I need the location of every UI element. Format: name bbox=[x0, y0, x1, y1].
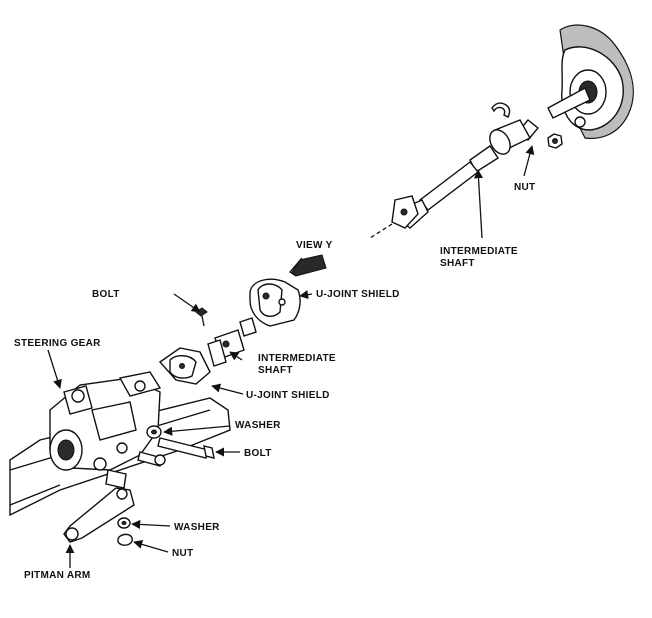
label-nut-top: NUT bbox=[514, 182, 535, 193]
label-bolt-top: BOLT bbox=[92, 289, 120, 300]
pitman-arm bbox=[63, 469, 135, 543]
label-washer-top: WASHER bbox=[235, 420, 281, 431]
upper-intermediate-shaft bbox=[369, 119, 539, 239]
label-view-y: VIEW Y bbox=[296, 240, 333, 251]
label-nut-bottom: NUT bbox=[172, 548, 193, 559]
u-joint-shield-upper bbox=[249, 278, 301, 327]
label-pitman-arm: PITMAN ARM bbox=[24, 570, 91, 581]
u-joint-shield-lower bbox=[158, 347, 211, 385]
label-u-joint-shield-top: U-JOINT SHIELD bbox=[316, 289, 400, 300]
pitman-washer bbox=[117, 517, 131, 529]
label-intermediate-shaft-mid-1: INTERMEDIATE bbox=[258, 353, 336, 364]
label-steering-gear: STEERING GEAR bbox=[14, 338, 101, 349]
upper-nut bbox=[547, 133, 563, 149]
label-intermediate-shaft-top-2: SHAFT bbox=[440, 258, 475, 269]
label-intermediate-shaft-top-1: INTERMEDIATE bbox=[440, 246, 518, 257]
view-y-arrow bbox=[289, 254, 327, 277]
label-bolt-mid: BOLT bbox=[244, 448, 272, 459]
steering-column-flange bbox=[547, 24, 634, 140]
upper-clip bbox=[491, 102, 511, 118]
steering-gear-assembly bbox=[49, 371, 162, 471]
gear-mount-washer bbox=[146, 425, 162, 439]
label-u-joint-shield-mid: U-JOINT SHIELD bbox=[246, 390, 330, 401]
label-intermediate-shaft-mid-2: SHAFT bbox=[258, 365, 293, 376]
pitman-nut bbox=[117, 533, 133, 546]
label-washer-bottom: WASHER bbox=[174, 522, 220, 533]
leader-lines bbox=[47, 145, 535, 568]
lower-intermediate-shaft bbox=[207, 317, 257, 367]
gear-mount-bolt bbox=[137, 437, 215, 467]
